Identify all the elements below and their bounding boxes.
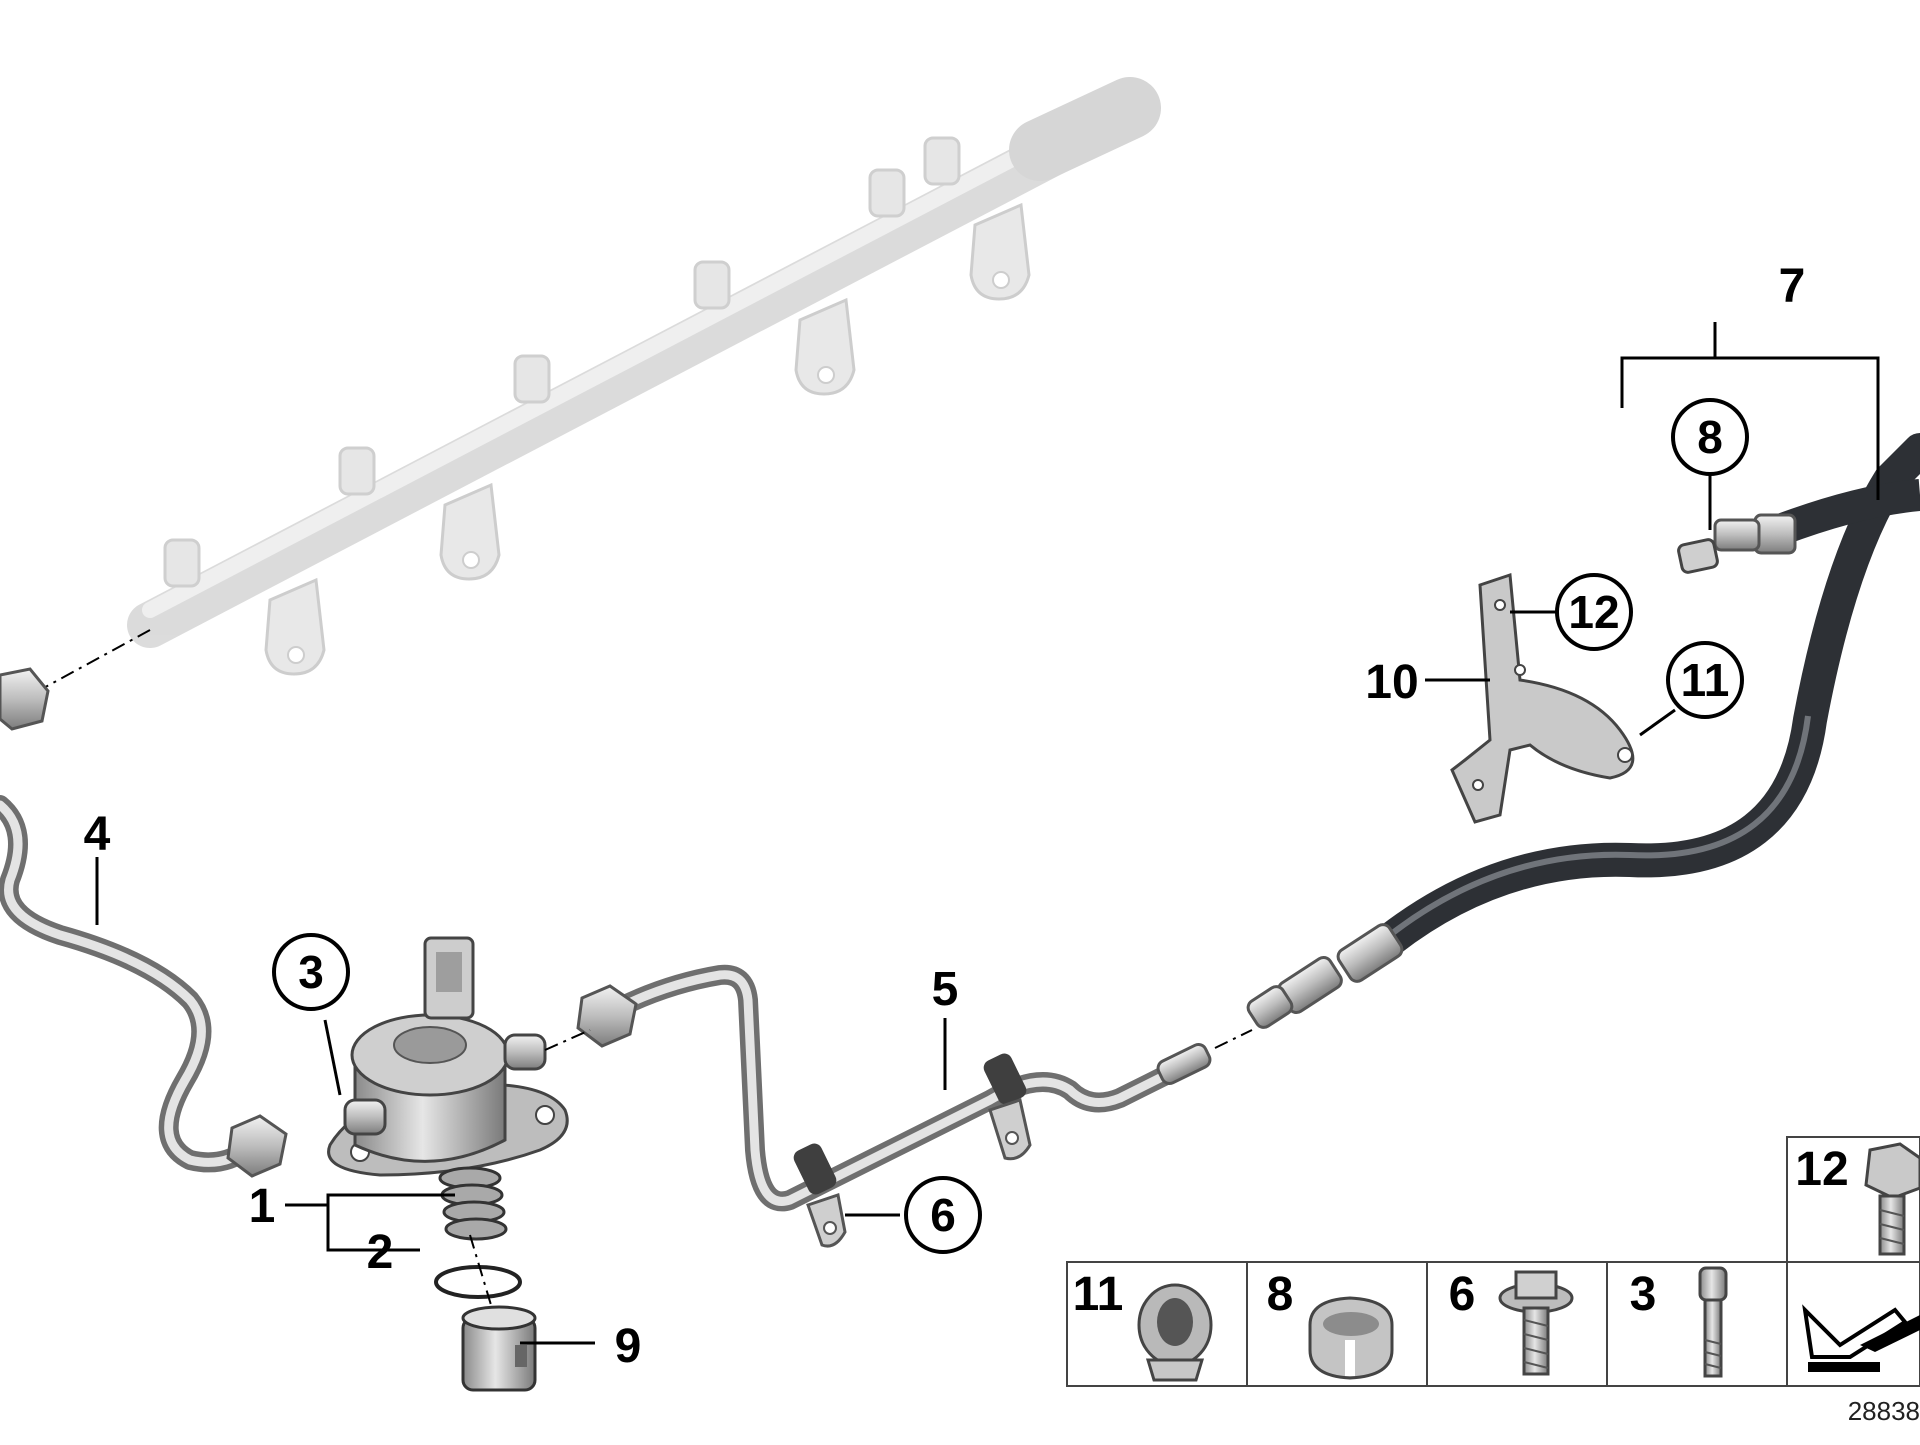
- diagram-reference-number: 28838: [1848, 1396, 1920, 1426]
- callout-circle-11: 11: [1666, 641, 1744, 719]
- callout-circle-3: 3: [272, 933, 350, 1011]
- callout-10: 10: [1365, 656, 1418, 709]
- callout-circle-8: 8: [1671, 398, 1749, 476]
- arrow-icon: [1802, 1304, 1920, 1372]
- legend-number-8: 8: [1267, 1268, 1294, 1321]
- callout-9: 9: [615, 1320, 642, 1373]
- callout-11: 11: [1681, 654, 1730, 706]
- callout-3: 3: [298, 946, 324, 998]
- o-ring: [434, 1265, 522, 1299]
- legend-number-12: 12: [1795, 1143, 1848, 1196]
- callout-5: 5: [932, 963, 959, 1016]
- fuel-hose-7: [1246, 433, 1920, 1029]
- high-pressure-line-4: [0, 667, 288, 1178]
- flange-bolt-icon: [1498, 1270, 1574, 1376]
- legend-number-6: 6: [1449, 1268, 1476, 1321]
- sleeve-icon: [1308, 1296, 1394, 1380]
- hex-bolt-icon: [1864, 1142, 1920, 1256]
- callout-6: 6: [930, 1189, 956, 1241]
- leader-lines: [95, 322, 1880, 1345]
- hose-bracket-10: [1450, 572, 1635, 824]
- callout-12: 12: [1568, 586, 1619, 638]
- parts-legend: 11 8 6 3: [1066, 1136, 1920, 1387]
- clip-icon: [1137, 1283, 1213, 1382]
- fuel-rail: [127, 77, 1161, 676]
- screw-icon: [1698, 1266, 1728, 1378]
- callout-circle-6: 6: [904, 1176, 982, 1254]
- callout-4: 4: [84, 808, 111, 861]
- callout-7: 7: [1779, 260, 1806, 313]
- assembly-line: [39, 629, 151, 691]
- high-pressure-line-5: [576, 964, 1212, 1248]
- callout-1: 1: [249, 1180, 276, 1233]
- callout-circle-12: 12: [1555, 573, 1633, 651]
- high-pressure-pump: [327, 936, 569, 1241]
- legend-number-3: 3: [1630, 1268, 1657, 1321]
- callout-2: 2: [367, 1226, 394, 1279]
- legend-number-11: 11: [1073, 1268, 1124, 1321]
- callout-8: 8: [1697, 411, 1723, 463]
- roller-tappet: [461, 1305, 537, 1392]
